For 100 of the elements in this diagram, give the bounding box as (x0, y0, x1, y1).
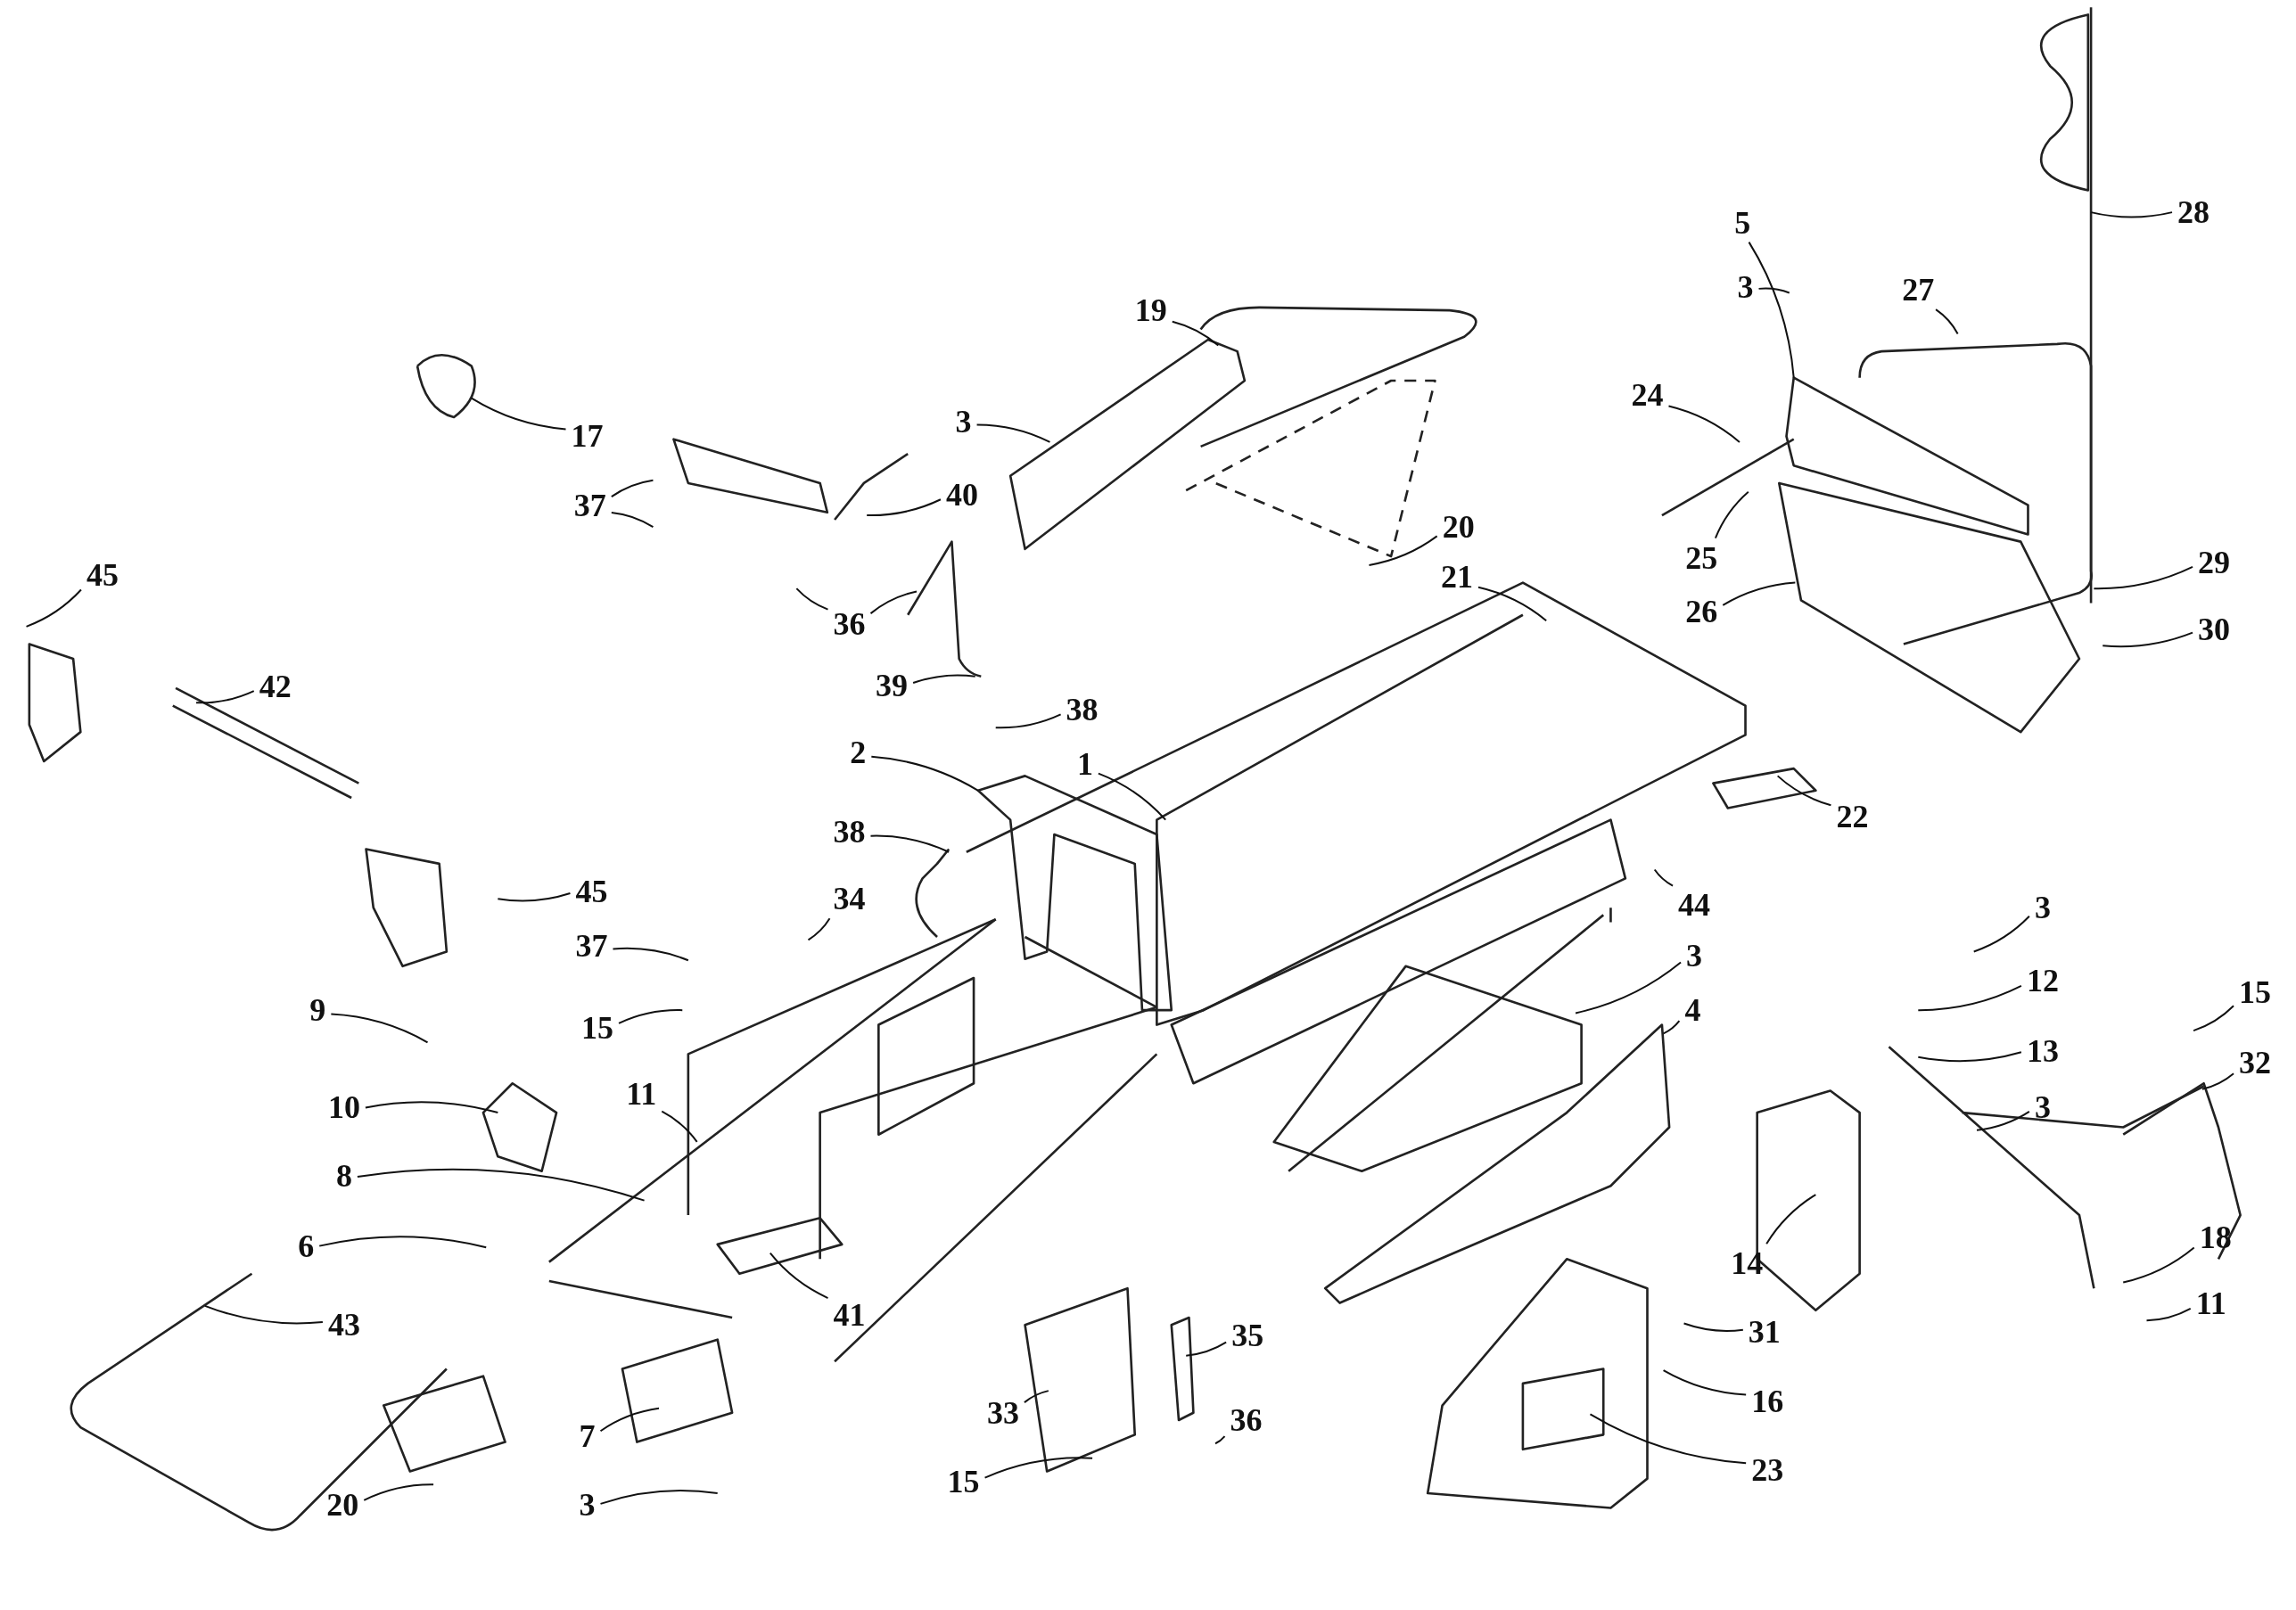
callout-number: 4 (1684, 992, 1701, 1029)
callout-number: 34 (833, 881, 866, 917)
callout-number: 17 (571, 418, 604, 455)
leader-line (1097, 772, 1167, 821)
leader-line (195, 690, 255, 704)
leader-line (869, 590, 918, 615)
leader-line (2093, 565, 2194, 590)
leader-line (364, 1101, 499, 1114)
callout-number: 7 (579, 1418, 596, 1454)
callout-number: 2 (850, 735, 867, 771)
callout-number: 18 (2199, 1219, 2232, 1255)
callout-number: 30 (2198, 612, 2231, 648)
leader-line (1653, 868, 1675, 887)
callout-number: 3 (2034, 1088, 2051, 1125)
callout-number: 15 (581, 1009, 613, 1046)
leader-line (1575, 961, 1683, 1014)
leader-line (1185, 1341, 1228, 1357)
callout-number: 45 (86, 557, 119, 594)
callout-number: 6 (298, 1228, 315, 1264)
callout-number: 24 (1631, 377, 1664, 414)
leader-line (912, 674, 976, 684)
leader-line (25, 588, 82, 628)
leader-line (203, 1304, 324, 1325)
leader-line (1935, 308, 1959, 335)
callout-number: 39 (876, 667, 909, 703)
callout-number: 33 (986, 1394, 1019, 1431)
leader-line (599, 1490, 719, 1505)
leader-line (1757, 287, 1790, 294)
leader-line (330, 1013, 429, 1044)
leader-line (1171, 320, 1220, 347)
callout-number: 3 (2034, 890, 2051, 926)
callout-number: 8 (335, 1157, 352, 1194)
leader-line (2201, 1072, 2234, 1090)
leader-line (1917, 1051, 2022, 1063)
leader-line (1368, 535, 1438, 566)
leader-line (470, 397, 567, 431)
leader-line (769, 1252, 829, 1300)
callout-number: 11 (626, 1075, 657, 1112)
leader-line (870, 755, 979, 792)
leader-line (1917, 984, 2022, 1012)
leader-line (2122, 1246, 2195, 1284)
leader-line (610, 511, 654, 529)
callout-number: 38 (833, 813, 866, 850)
callout-number: 36 (1230, 1401, 1263, 1438)
callout-number: 5 (1734, 204, 1751, 241)
leader-line (599, 1407, 660, 1433)
callout-number: 38 (1066, 692, 1099, 728)
leader-line (497, 892, 572, 902)
callout-number: 25 (1685, 539, 1718, 576)
leader-line (795, 587, 829, 611)
leader-line (869, 834, 950, 853)
leader-line (1683, 1322, 1744, 1332)
callout-number: 29 (2198, 544, 2231, 580)
callout-number: 12 (2026, 963, 2059, 999)
leader-line (610, 479, 654, 498)
callout-number: 42 (259, 669, 292, 705)
leader-line (1667, 405, 1741, 443)
leader-line (2193, 1005, 2234, 1032)
leader-line (1662, 1020, 1681, 1035)
callout-number: 31 (1748, 1314, 1781, 1351)
leader-line (807, 917, 831, 941)
leader-line (1972, 915, 2030, 953)
callout-number: 20 (1442, 509, 1475, 546)
leader-line (363, 1483, 435, 1501)
callout-number: 16 (1751, 1383, 1784, 1419)
callout-number: 3 (955, 403, 972, 439)
leader-line (1776, 775, 1832, 807)
leader-line (983, 1457, 1094, 1479)
callout-number: 3 (1737, 268, 1754, 305)
leader-line (1748, 241, 1795, 379)
leader-line (1976, 1110, 2030, 1131)
leader-line (2102, 631, 2194, 648)
leader-line (1722, 581, 1797, 606)
callout-number: 37 (573, 487, 606, 523)
callout-number: 44 (1678, 886, 1711, 923)
leader-line (975, 423, 1051, 443)
callout-number: 15 (947, 1463, 980, 1499)
leader-line (318, 1236, 488, 1249)
callout-number: 22 (1836, 799, 1869, 835)
callout-number: 3 (1686, 938, 1703, 974)
leader-line (2090, 211, 2174, 218)
callout-number: 13 (2026, 1033, 2059, 1070)
callout-number: 37 (575, 927, 608, 964)
leader-line (661, 1110, 698, 1143)
leader-line (866, 498, 942, 517)
callout-number: 20 (326, 1487, 359, 1524)
callout-number: 23 (1751, 1451, 1784, 1488)
callout-number: 26 (1685, 594, 1718, 630)
callout-number: 11 (2195, 1285, 2226, 1321)
leader-line (1662, 1369, 1748, 1396)
leader-line (356, 1168, 646, 1202)
callout-number: 9 (309, 992, 326, 1029)
leader-line (1214, 1435, 1226, 1445)
callout-number: 41 (833, 1296, 866, 1333)
callout-number: 14 (1731, 1245, 1764, 1282)
callout-number: 36 (833, 605, 866, 642)
callout-number: 40 (945, 477, 978, 513)
leader-line (1714, 490, 1749, 539)
callout-number: 15 (2239, 974, 2271, 1011)
callout-number: 3 (579, 1487, 596, 1524)
